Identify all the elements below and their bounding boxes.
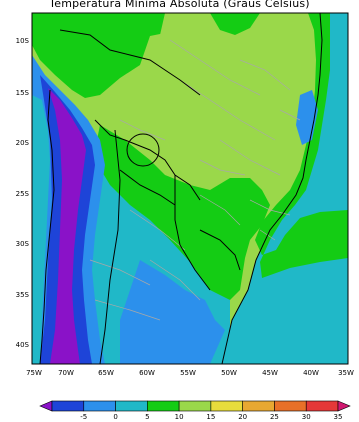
legend-tick-label: 30 [302,413,311,421]
legend-tick-label: 5 [145,413,149,421]
lon-axis: 75W 70W 65W 60W 55W 50W 45W 40W 35W [26,369,354,377]
lon-label-45w: 45W [262,369,278,377]
lat-label-40s: 40S [16,341,30,349]
band-0-5-south [120,260,225,364]
map-frame [31,12,349,365]
legend-swatch [83,400,116,412]
legend-swatch [147,400,180,412]
legend-tick-label: 0 [113,413,117,421]
lon-label-40w: 40W [303,369,319,377]
country-borders [59,29,241,364]
coastline [39,13,323,364]
color-legend: -50510152025303540 [39,400,351,421]
pacific-ocean [32,95,50,364]
lon-label-75w: 75W [26,369,42,377]
lon-label-60w: 60W [139,369,155,377]
legend-tick-label: 25 [270,413,279,421]
lat-label-15s: 15S [16,89,30,97]
legend-swatch [305,400,339,412]
lat-label-25s: 25S [16,190,30,198]
lon-label-70w: 70W [58,369,74,377]
lat-label-30s: 30S [16,240,30,248]
legend-arrow-high [337,400,351,412]
band-10-15-northeast [210,13,260,35]
lat-label-20s: 20S [16,139,30,147]
lat-label-35s: 35S [16,291,30,299]
legend-tick-label: 15 [206,413,215,421]
band-15-20-patch [140,32,175,78]
lat-axis: 10S 15S 20S 25S 30S 35S 40S [16,37,30,349]
legend-swatch [210,400,243,412]
legend-swatch [274,400,307,412]
lon-label-55w: 55W [180,369,196,377]
band-10-15-interior [95,125,270,300]
legend-swatch [115,400,148,412]
legend-tick-label: 20 [238,413,247,421]
legend-tick-label: -5 [80,413,87,421]
legend-swatch [178,400,212,412]
lon-label-50w: 50W [221,369,237,377]
lon-label-35w: 35W [338,369,354,377]
legend-tick-label: 35 [334,413,343,421]
legend-arrow-low [39,400,53,412]
lon-label-65w: 65W [98,369,114,377]
band-min-andes [48,88,86,364]
legend-swatch [51,400,85,412]
atlantic-shallow [296,90,318,145]
band-10-15-north [32,13,165,98]
legend-tick-label: 10 [175,413,184,421]
map-title: Temperatura Mínima Absoluta (Graus Celsi… [49,0,310,10]
legend-swatch [242,400,275,412]
lat-label-10s: 10S [16,37,30,45]
